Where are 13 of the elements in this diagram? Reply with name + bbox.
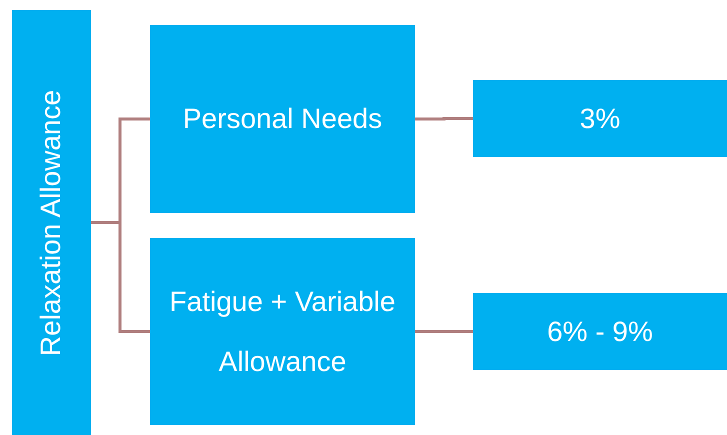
value-box [473, 80, 727, 157]
box-label: 3% [580, 102, 620, 136]
connector-line [415, 330, 473, 333]
box-label: Personal Needs [182, 102, 382, 136]
connector-line [91, 221, 150, 333]
value-box [473, 293, 727, 370]
box-label: Fatigue + Variable Allowance [168, 284, 396, 378]
factor-box [150, 25, 415, 213]
box-label: Relaxation Allowance [36, 89, 68, 356]
box-label: 6% - 9% [547, 314, 653, 348]
factor-box [150, 238, 415, 425]
connector-line [415, 117, 473, 120]
category-box [12, 10, 91, 435]
